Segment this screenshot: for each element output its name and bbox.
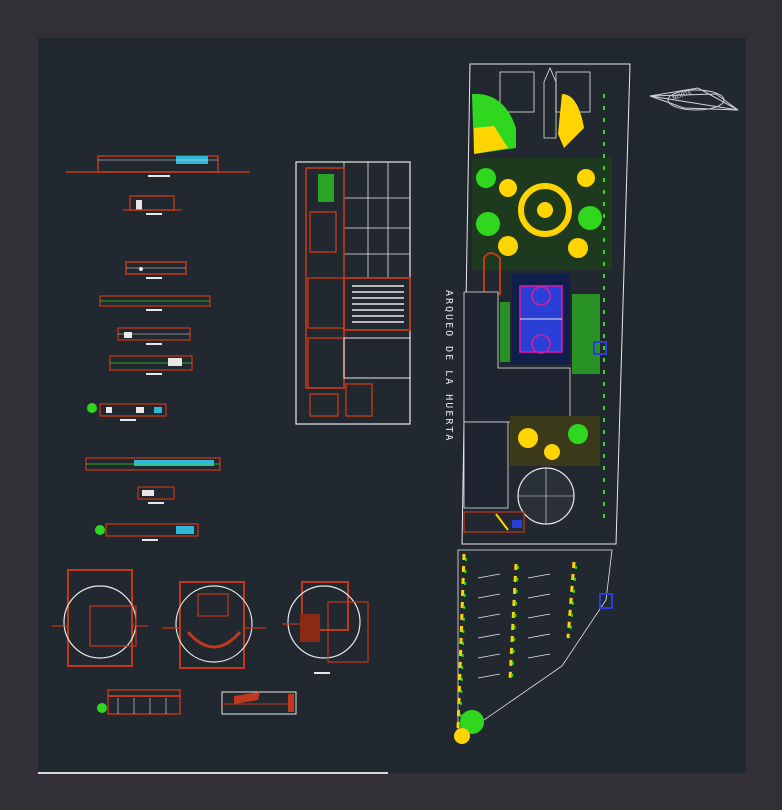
- section-2: [99, 295, 211, 311]
- section-3: [117, 327, 191, 345]
- north-arrow-icon: [649, 87, 739, 111]
- section-6: [221, 691, 297, 715]
- bottom-rule: [38, 772, 388, 774]
- elevation-4: [85, 457, 221, 504]
- drawing-sheet: [38, 38, 746, 773]
- section-4: [109, 355, 193, 375]
- elevation-2: [123, 195, 182, 215]
- cad-drawing: [52, 63, 739, 744]
- section-5: [97, 689, 181, 715]
- site-plan: [454, 63, 631, 744]
- elevation-3: [87, 403, 167, 421]
- round-plan-2: [162, 581, 266, 669]
- section-1: [125, 261, 187, 279]
- round-plan-3: [282, 581, 369, 674]
- floor-plan: [295, 161, 411, 425]
- elevation-5: [95, 523, 199, 541]
- round-plan-1: [52, 569, 148, 667]
- site-label: ARQUEO DE LA HUERTA: [443, 290, 454, 443]
- elevation-1: [66, 155, 250, 177]
